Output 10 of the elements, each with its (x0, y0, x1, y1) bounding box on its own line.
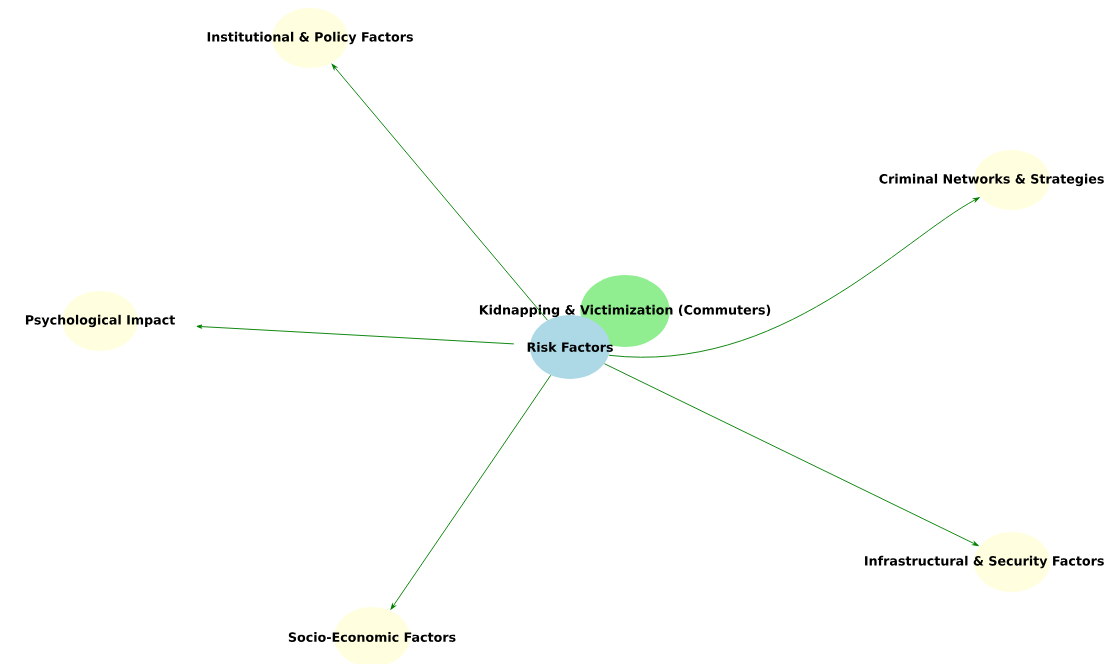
arrow (331, 63, 548, 321)
arrow (390, 374, 552, 610)
arrow (603, 363, 979, 546)
arrow (608, 197, 980, 358)
ellipse-node: Infrastructural & Security Factors (865, 532, 1104, 592)
ellipse-node: Institutional & Policy Factors (207, 8, 413, 68)
ellipse-node: Criminal Networks & Strategies (879, 150, 1104, 210)
ellipse-node: Psychological Impact (25, 291, 175, 351)
ellipse-node: Socio-Economic Factors (288, 607, 456, 664)
arrow (196, 324, 515, 345)
